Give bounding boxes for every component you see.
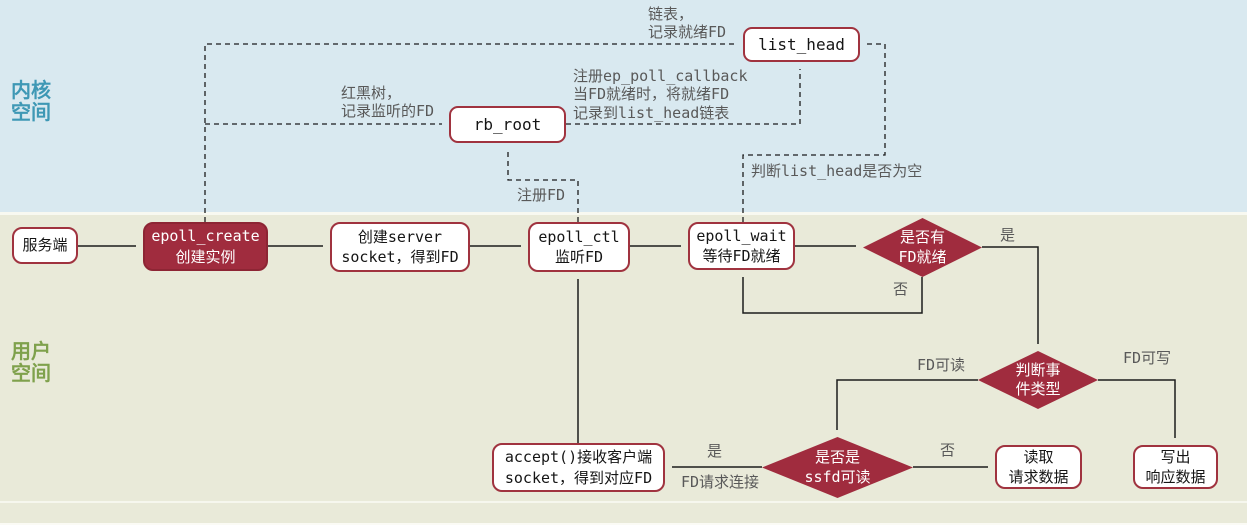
node-create-server-socket: 创建server socket，得到FD (330, 222, 470, 272)
edge-eventtype-writable-to-write (1098, 379, 1176, 438)
node-epoll-create: epoll_create 创建实例 (143, 222, 268, 271)
node-write-response: 写出 响应数据 (1133, 445, 1218, 489)
node-epoll-ctl: epoll_ctl 监听FD (528, 222, 630, 272)
node-epoll-wait: epoll_wait 等待FD就绪 (688, 222, 795, 270)
node-rb-root: rb_root (449, 106, 566, 143)
edge-eventtype-readable-to-ssfd (836, 379, 978, 430)
node-read-request: 读取 请求数据 (995, 445, 1082, 489)
decision-is-ssfd-readable: 是否是 ssfd可读 (762, 437, 913, 498)
decision-is-fd-ready: 是否有 FD就绪 (863, 218, 982, 277)
label-fd-readable: FD可读 (917, 356, 966, 374)
label-yes-ssfd: 是 (707, 442, 723, 460)
label-no-fd-ready: 否 (893, 280, 909, 298)
label-no-ssfd: 否 (940, 441, 956, 459)
node-accept-socket: accept()接收客户端 socket，得到对应FD (492, 443, 665, 492)
divider-line (0, 523, 1247, 525)
user-space-label: 用户 空间 (11, 341, 51, 386)
edge-fdready-yes-to-eventtype (982, 246, 1039, 344)
decision-judge-event-type: 判断事 件类型 (978, 351, 1098, 409)
space-divider (0, 212, 1247, 215)
label-fd-connect-request: FD请求连接 (681, 473, 760, 491)
label-yes-fd-ready: 是 (1000, 226, 1016, 244)
node-server: 服务端 (12, 227, 78, 264)
label-check-list-head-empty: 判断list_head是否为空 (751, 162, 923, 180)
node-list-head: list_head (743, 27, 860, 62)
label-rb-tree: 红黑树， 记录监听的FD (341, 84, 435, 121)
label-linked-list: 链表， 记录就绪FD (648, 5, 727, 42)
label-register-callback: 注册ep_poll_callback 当FD就绪时，将就绪FD 记录到list_… (573, 67, 748, 122)
label-fd-writable: FD可写 (1123, 349, 1172, 367)
divider-line (0, 501, 1247, 503)
kernel-space-label: 内核 空间 (11, 80, 51, 125)
label-register-fd: 注册FD (517, 186, 566, 204)
